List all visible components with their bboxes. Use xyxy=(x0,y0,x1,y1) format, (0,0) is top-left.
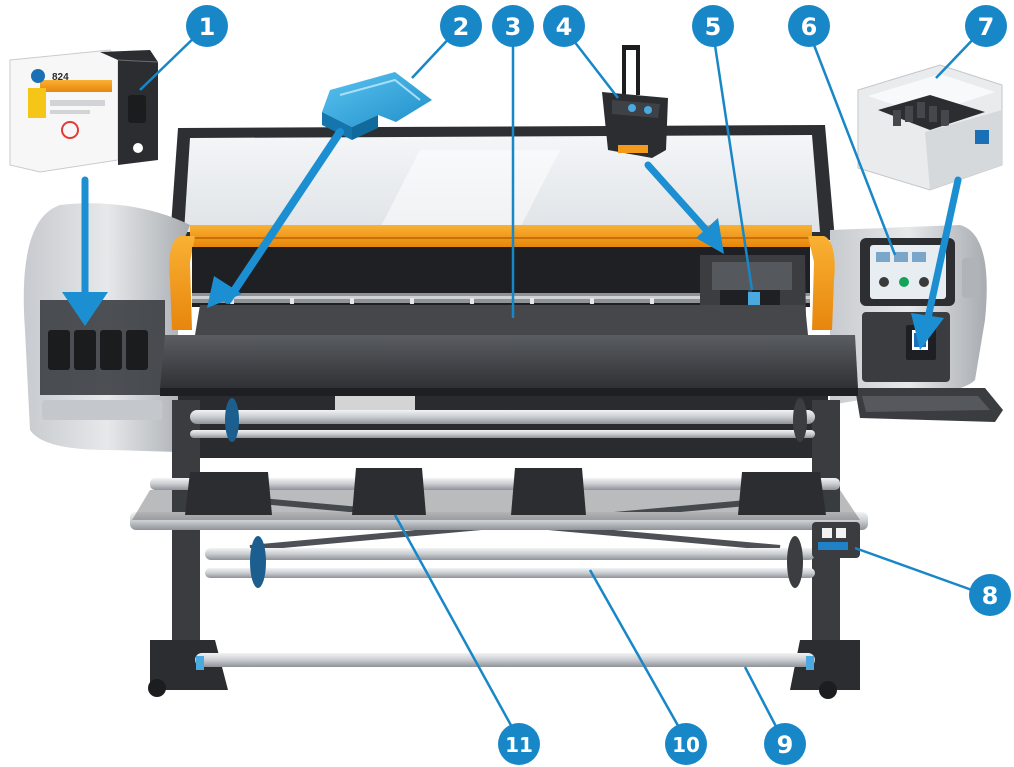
take-up-reel-controls xyxy=(812,522,860,558)
callout-3-label: 3 xyxy=(505,13,522,41)
callout-9: 9 xyxy=(764,723,806,765)
platen-front xyxy=(160,335,858,388)
table-pad-center-left xyxy=(352,468,426,515)
callout-2-label: 2 xyxy=(453,13,470,41)
right-caster xyxy=(819,681,837,699)
ink-cartridge-model: 824 xyxy=(52,72,69,83)
callout-badges: 1 2 3 4 5 6 7 8 xyxy=(186,5,1011,765)
callout-4-label: 4 xyxy=(556,13,573,41)
leader-6 xyxy=(807,31,897,256)
front-panel xyxy=(860,238,980,306)
tension-bar xyxy=(195,653,815,670)
callout-11-label: 11 xyxy=(505,733,533,757)
loading-table xyxy=(130,468,868,530)
callout-4: 4 xyxy=(543,5,585,47)
callout-1-label: 1 xyxy=(199,13,216,41)
leader-10 xyxy=(588,569,687,739)
arrow-head-printhead xyxy=(696,218,724,254)
table-pad-left xyxy=(185,472,272,515)
hp-logo-icon xyxy=(31,69,45,83)
callout-10-label: 10 xyxy=(672,733,700,757)
printer-body xyxy=(23,125,1003,699)
leader-lines xyxy=(139,31,984,739)
take-up-spindle xyxy=(205,536,815,588)
arrow-maintenance xyxy=(224,128,344,304)
printhead-icon xyxy=(602,45,668,158)
callout-5-label: 5 xyxy=(705,13,722,41)
leader-5 xyxy=(711,31,754,291)
arrow-cleaning xyxy=(924,176,962,322)
callout-7: 7 xyxy=(965,5,1007,47)
callout-7-label: 7 xyxy=(978,13,995,41)
ink-cartridge-icon: 824 xyxy=(9,49,159,173)
input-spindle xyxy=(190,398,815,442)
right-handle xyxy=(808,236,835,330)
ink-cartridge-slots xyxy=(48,330,148,370)
leader-11 xyxy=(393,514,520,739)
arrow-head-ink-cartridge xyxy=(62,292,108,326)
callout-10: 10 xyxy=(665,723,707,765)
cleaning-container-icon xyxy=(857,64,1003,191)
left-handle xyxy=(169,236,195,330)
callout-6: 6 xyxy=(788,5,830,47)
callout-6-label: 6 xyxy=(801,13,818,41)
leader-1 xyxy=(139,31,201,91)
platen xyxy=(195,305,808,335)
leader-8 xyxy=(854,546,984,596)
callout-8-label: 8 xyxy=(982,582,999,610)
table-pad-center-right xyxy=(511,468,586,515)
table-pad-right xyxy=(738,472,826,515)
callout-8: 8 xyxy=(969,574,1011,616)
callout-2: 2 xyxy=(440,5,482,47)
callout-1: 1 xyxy=(186,5,228,47)
arrow-head-cleaning xyxy=(911,313,944,350)
callout-11: 11 xyxy=(498,723,540,765)
left-caster xyxy=(148,679,166,697)
maintenance-cartridge-icon xyxy=(322,72,432,140)
carriage-beam xyxy=(190,225,812,247)
callout-5: 5 xyxy=(692,5,734,47)
arrows xyxy=(62,128,962,350)
arrow-printhead xyxy=(644,161,712,236)
callout-9-label: 9 xyxy=(777,731,794,759)
arrow-head-maintenance xyxy=(207,276,242,308)
callout-3: 3 xyxy=(492,5,534,47)
